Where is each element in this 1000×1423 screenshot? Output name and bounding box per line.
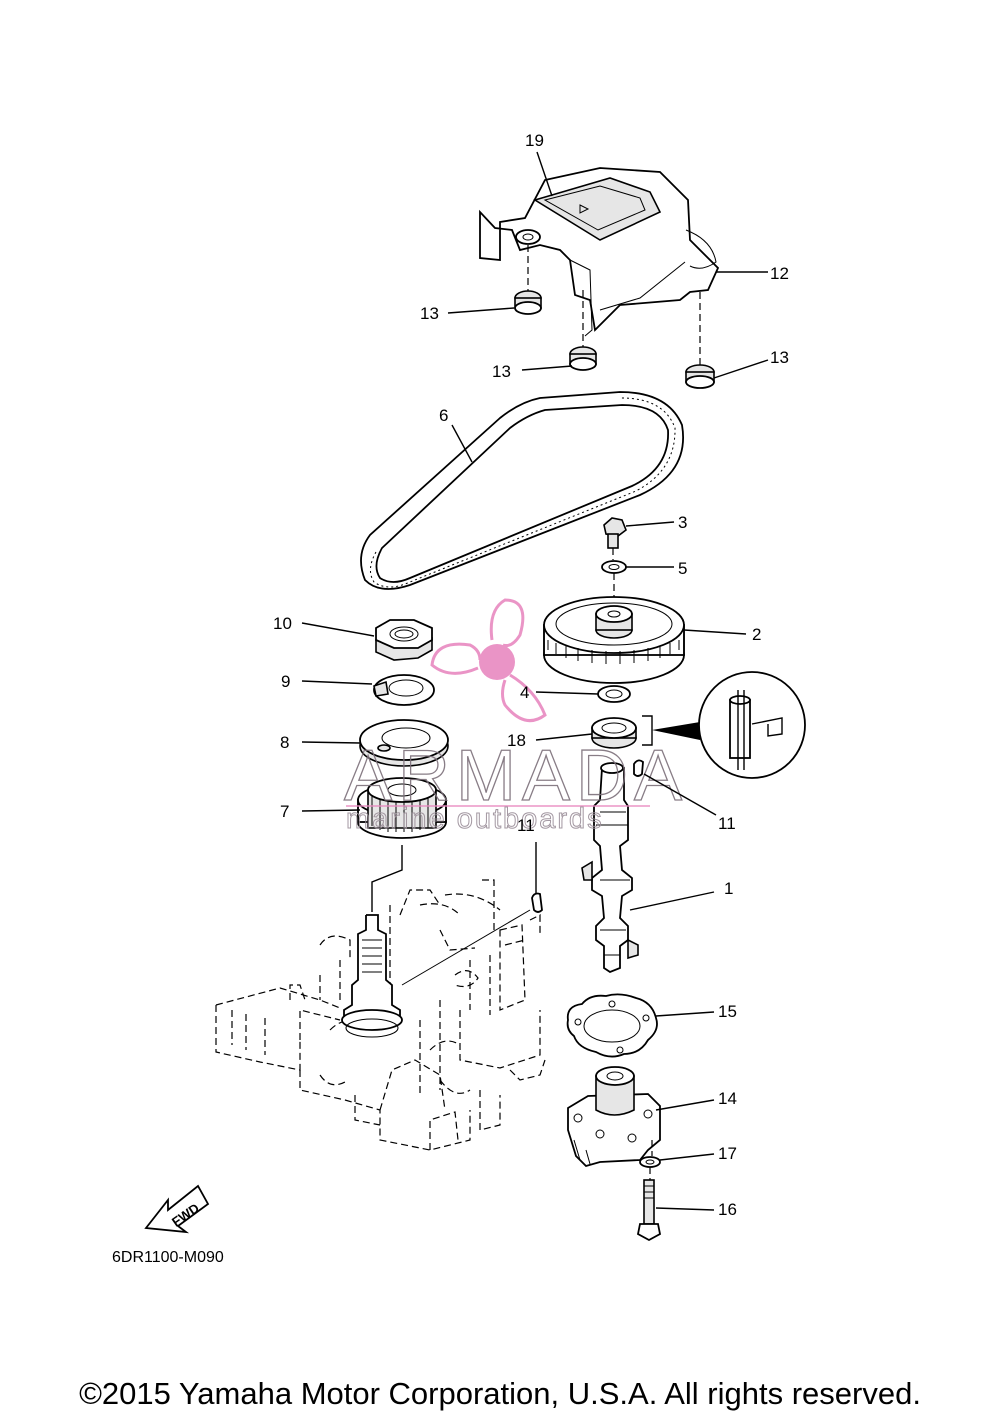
watermark-logo: ARMADA marine outboards bbox=[343, 598, 688, 836]
callout-13c: 13 bbox=[770, 348, 789, 367]
camshaft-part-1 bbox=[581, 762, 639, 974]
seal-detail-inset bbox=[698, 671, 806, 779]
callout-11a: 11 bbox=[718, 814, 736, 833]
gasket-part-15 bbox=[566, 993, 658, 1058]
callout-10: 10 bbox=[273, 614, 292, 633]
grommet-part-13a bbox=[514, 245, 542, 315]
callout-9: 9 bbox=[281, 672, 290, 691]
callout-8: 8 bbox=[280, 733, 289, 752]
callout-18: 18 bbox=[507, 731, 526, 750]
callout-16: 16 bbox=[718, 1200, 737, 1219]
callout-17: 17 bbox=[718, 1144, 737, 1163]
washer-part-4 bbox=[597, 685, 631, 703]
plate-part-8 bbox=[359, 719, 449, 767]
fwd-direction-arrow: FWD bbox=[144, 1184, 210, 1234]
cylinder-block bbox=[215, 879, 546, 1151]
watermark-brand: ARMADA bbox=[344, 736, 688, 816]
callout-12: 12 bbox=[770, 264, 789, 283]
leader-lines bbox=[301, 151, 769, 1211]
callout-19: 19 bbox=[525, 131, 544, 150]
drive-pulley-part-7 bbox=[357, 777, 447, 912]
callout-14: 14 bbox=[718, 1089, 737, 1108]
bolt-part-16 bbox=[636, 1179, 662, 1242]
callout-2: 2 bbox=[752, 625, 761, 644]
callout-5: 5 bbox=[678, 559, 687, 578]
callout-11b: 11 bbox=[517, 816, 535, 835]
callout-4: 4 bbox=[520, 683, 529, 702]
callout-labels: 19 12 13 13 13 6 3 5 2 10 9 4 18 8 7 11 … bbox=[273, 131, 789, 1219]
callout-1: 1 bbox=[724, 879, 733, 898]
camshaft-pulley-part-2 bbox=[543, 596, 685, 684]
lock-washer-part-9 bbox=[373, 674, 435, 706]
grommet-part-13c bbox=[685, 292, 715, 389]
key-part-11a bbox=[633, 759, 644, 777]
callout-7: 7 bbox=[280, 802, 289, 821]
callout-15: 15 bbox=[718, 1002, 737, 1021]
washer-part-17 bbox=[639, 1156, 661, 1180]
bolt-part-3 bbox=[603, 517, 627, 560]
diagram-code: 6DR1100-M090 bbox=[112, 1249, 224, 1266]
oil-pump-part-14 bbox=[567, 1066, 661, 1168]
timing-belt-part-6 bbox=[360, 391, 684, 590]
washer-part-5 bbox=[601, 560, 627, 610]
callout-13b: 13 bbox=[492, 362, 511, 381]
oil-seal-part-18 bbox=[591, 715, 700, 749]
callout-3: 3 bbox=[678, 513, 687, 532]
watermark-tagline: marine outboards bbox=[346, 803, 604, 835]
grommet-part-13b bbox=[569, 290, 597, 371]
key-part-11b bbox=[401, 842, 543, 986]
callout-13a: 13 bbox=[420, 304, 439, 323]
copyright-notice: ©2015 Yamaha Motor Corporation, U.S.A. A… bbox=[79, 1376, 921, 1411]
flywheel-cover-part-12 bbox=[479, 167, 720, 337]
callout-6: 6 bbox=[439, 406, 448, 425]
nut-part-10 bbox=[375, 619, 433, 661]
